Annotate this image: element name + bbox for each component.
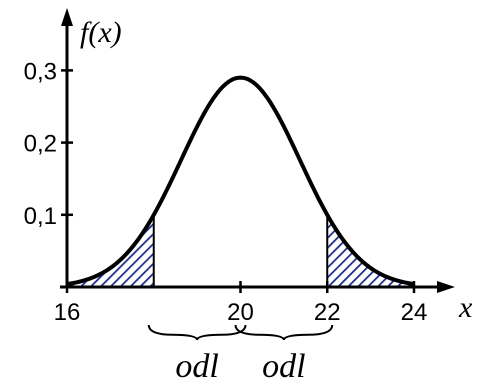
x-tick-label: 16 bbox=[54, 299, 81, 326]
x-axis-arrow bbox=[437, 281, 455, 293]
x-tick-label: 22 bbox=[314, 299, 341, 326]
brace-1 bbox=[147, 324, 247, 341]
brace-label-1: odl bbox=[175, 348, 218, 385]
y-tick-label: 0,1 bbox=[24, 203, 57, 230]
density-curve bbox=[66, 75, 415, 287]
shaded-tail-right bbox=[327, 214, 414, 287]
y-tick-label: 0,2 bbox=[24, 131, 57, 158]
shaded-tail-left bbox=[67, 214, 154, 287]
y-axis-label: f(x) bbox=[80, 16, 122, 49]
y-axis-arrow bbox=[61, 8, 73, 26]
brace-label-2: odl bbox=[262, 348, 305, 385]
brace-2 bbox=[234, 324, 334, 341]
x-axis-label: x bbox=[458, 291, 473, 324]
x-tick-label: 24 bbox=[401, 299, 428, 326]
x-tick-label: 20 bbox=[227, 299, 254, 326]
y-tick-label: 0,3 bbox=[24, 58, 57, 85]
